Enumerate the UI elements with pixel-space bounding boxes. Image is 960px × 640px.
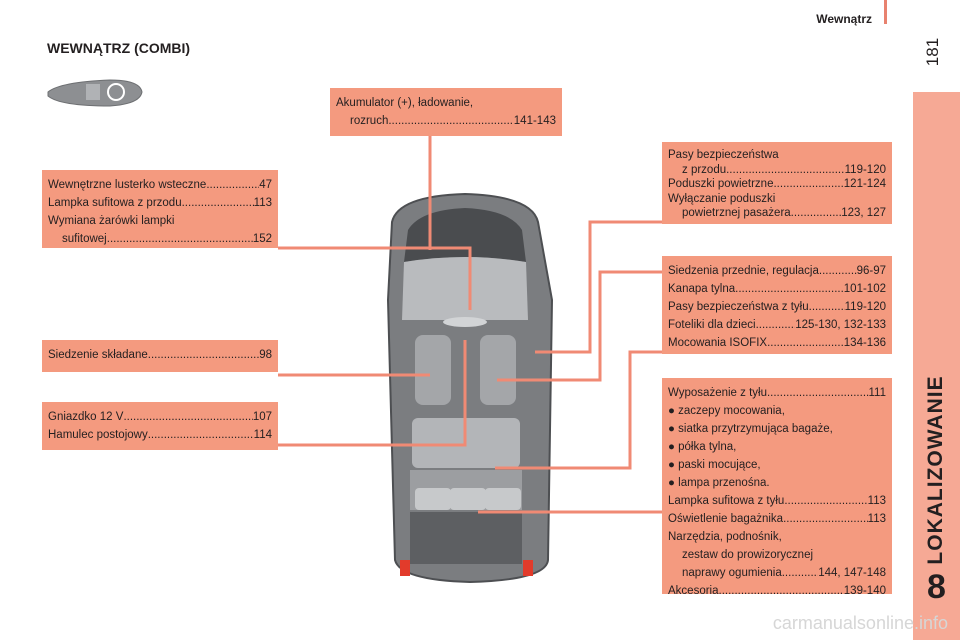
mirror-line-3: Wymiana żarówki lampki: [48, 215, 175, 227]
mirror-line-4: sufitowej152: [48, 230, 272, 248]
seats-line-5: Mocowania ISOFIX134-136: [668, 334, 886, 352]
rear-line-9: Narzędzia, podnośnik,: [668, 531, 782, 543]
socket-info-box: Gniazdko 12 V 107 Hamulec postojowy 114: [42, 402, 278, 450]
seats-line-1: Siedzenia przednie, regulacja 96-97: [668, 262, 886, 280]
rear-line-12: Akcesoria139-140: [668, 582, 886, 600]
rear-line-1: Wyposażenie z tyłu111: [668, 384, 886, 402]
belts-line-2: z przodu119-120: [668, 163, 886, 178]
rearview-mirror-icon: [47, 79, 143, 107]
rear-line-8: Oświetlenie bagażnika113: [668, 510, 886, 528]
rear-line-3: ● siatka przytrzymująca bagaże,: [668, 423, 833, 435]
chapter-label: LOKALIZOWANIE: [924, 375, 947, 565]
belts-info-box: Pasy bezpieczeństwa z przodu119-120 Podu…: [662, 142, 892, 224]
battery-info-box: Akumulator (+), ładowanie, rozruch141-14…: [330, 88, 562, 136]
mirror-line-1: Wewnętrzne lusterko wsteczne47: [48, 176, 272, 194]
section-header: Wewnątrz: [816, 12, 872, 26]
battery-line-1: Akumulator (+), ładowanie,: [336, 97, 474, 109]
mirror-line-2: Lampka sufitowa z przodu113: [48, 194, 272, 212]
connector-lines: [278, 136, 662, 514]
seats-line-3: Pasy bezpieczeństwa z tyłu119-120: [668, 298, 886, 316]
rear-line-2: ● zaczepy mocowania,: [668, 405, 785, 417]
chapter-side-tab: [913, 92, 960, 640]
socket-line-1: Gniazdko 12 V 107: [48, 408, 272, 426]
rear-line-6: ● lampa przenośna.: [668, 477, 770, 489]
header-accent-bar: [884, 0, 887, 24]
belts-line-4: Wyłączanie poduszki: [668, 192, 776, 205]
rear-line-7: Lampka sufitowa z tyłu 113: [668, 492, 886, 510]
seats-line-4: Foteliki dla dzieci 125-130, 132-133: [668, 316, 886, 334]
mirror-info-box: Wewnętrzne lusterko wsteczne47 Lampka su…: [42, 170, 278, 248]
rear-line-10: zestaw do prowizorycznej: [682, 549, 814, 561]
rear-line-4: ● półka tylna,: [668, 441, 737, 453]
page-number: 181: [923, 37, 942, 67]
belts-line-5: powietrznej pasażera123, 127: [668, 206, 886, 221]
chapter-number: 8: [927, 568, 946, 606]
car-interior-diagram: [47, 79, 662, 584]
belts-line-3: Poduszki powietrzne121-124: [668, 177, 886, 192]
socket-line-2: Hamulec postojowy 114: [48, 426, 272, 444]
rear-equipment-info-box: Wyposażenie z tyłu111 ● zaczepy mocowani…: [662, 378, 892, 597]
page-title: WEWNĄTRZ (COMBI): [47, 40, 191, 56]
rear-line-11: naprawy ogumienia 144, 147-148: [668, 564, 886, 582]
car-top-view: [386, 192, 554, 584]
watermark: carmanualsonline.info: [772, 613, 948, 633]
seats-line-2: Kanapa tylna101-102: [668, 280, 886, 298]
folding-line-1: Siedzenie składane 98: [48, 346, 272, 364]
seats-info-box: Siedzenia przednie, regulacja 96-97 Kana…: [662, 256, 892, 354]
rear-line-5: ● paski mocujące,: [668, 459, 761, 471]
folding-seat-info-box: Siedzenie składane 98: [42, 340, 278, 372]
battery-line-2: rozruch141-143: [336, 112, 556, 130]
belts-line-1: Pasy bezpieczeństwa: [668, 149, 779, 161]
